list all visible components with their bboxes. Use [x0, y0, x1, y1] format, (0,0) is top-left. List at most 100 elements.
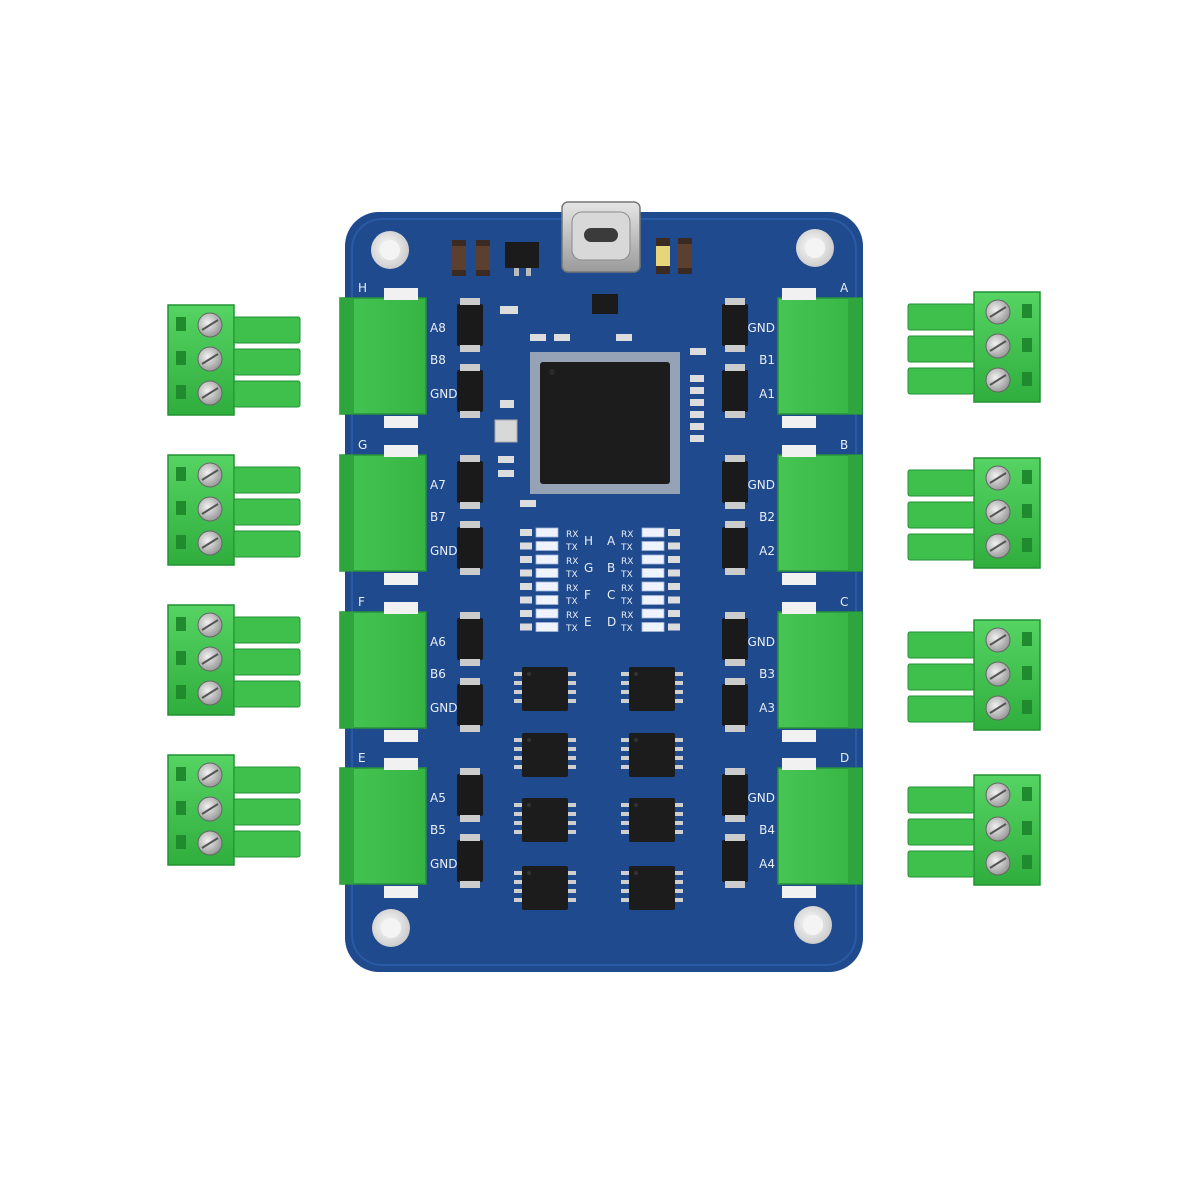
led-group-label-A: A [607, 534, 616, 548]
status-led [641, 595, 665, 605]
pin-label-left-3-1: B5 [430, 823, 446, 837]
tvs-diode [722, 461, 748, 503]
status-led [641, 541, 665, 551]
led-tx-label-F: TX [565, 597, 578, 607]
status-led [641, 554, 665, 565]
loose-plug-terminals-left [167, 304, 301, 866]
led-group-label-H: H [584, 534, 593, 548]
led-tx-label-D: TX [620, 624, 633, 634]
pin-label-left-3-0: A5 [430, 791, 446, 805]
transceiver-chip [621, 733, 683, 777]
pin-label-right-0-1: B1 [759, 353, 775, 367]
led-rx-label-C: RX [621, 584, 633, 594]
tvs-diode [722, 618, 748, 660]
channel-letter-F: F [358, 595, 365, 609]
pin-label-left-0-1: B8 [430, 353, 446, 367]
tvs-diode [457, 304, 483, 346]
rs485-transceiver-chips [514, 667, 683, 910]
pin-label-left-0-0: A8 [430, 321, 446, 335]
led-group-label-E: E [584, 615, 592, 629]
led-tx-label-G: TX [565, 570, 578, 580]
plug-terminal-left-1 [167, 454, 301, 566]
channel-letter-E: E [358, 751, 366, 765]
channel-letter-H: H [358, 281, 367, 295]
plug-terminal-left-2 [167, 604, 301, 716]
board-terminal-left-G [339, 445, 427, 585]
channel-letter-D: D [840, 751, 849, 765]
status-led [535, 581, 559, 592]
led-rx-label-G: RX [566, 557, 578, 567]
tvs-diode [457, 684, 483, 726]
transceiver-chip [514, 866, 576, 910]
led-group-label-C: C [607, 588, 615, 602]
pin-label-left-1-0: A7 [430, 478, 446, 492]
transceiver-chip [514, 798, 576, 842]
pin-label-right-3-2: A4 [759, 857, 775, 871]
status-led [535, 595, 559, 605]
channel-letter-C: C [840, 595, 848, 609]
pin-label-right-1-1: B2 [759, 510, 775, 524]
pin-label-right-1-2: A2 [759, 544, 775, 558]
tvs-diode [722, 840, 748, 882]
loose-plug-terminals-right [907, 291, 1041, 886]
led-rx-label-H: RX [566, 530, 578, 540]
led-group-label-F: F [584, 588, 591, 602]
board-terminal-left-H [339, 288, 427, 428]
channel-letter-A: A [840, 281, 849, 295]
led-group-label-G: G [584, 561, 593, 575]
status-led [641, 568, 665, 578]
board-terminal-right-D [777, 758, 863, 898]
led-rx-label-B: RX [621, 557, 633, 567]
pin-label-right-2-2: A3 [759, 701, 775, 715]
led-indicator-column-left [520, 527, 559, 632]
pin-label-right-0-2: A1 [759, 387, 775, 401]
mounting-hole-bottom-left [372, 909, 410, 947]
board-terminal-right-A [777, 288, 863, 428]
status-led [535, 541, 559, 551]
plug-terminal-right-2 [907, 619, 1041, 731]
transceiver-chip [621, 798, 683, 842]
led-tx-label-A: TX [620, 543, 633, 553]
usb-c-connector [561, 201, 641, 273]
transceiver-chip [621, 667, 683, 711]
pin-label-left-2-1: B6 [430, 667, 446, 681]
led-rx-label-D: RX [621, 611, 633, 621]
pin-label-right-3-1: B4 [759, 823, 775, 837]
pin-label-right-3-0: GND [747, 791, 775, 805]
plug-terminal-right-1 [907, 457, 1041, 569]
led-group-label-D: D [607, 615, 616, 629]
status-led [535, 568, 559, 578]
pin-label-right-2-0: GND [747, 635, 775, 649]
tvs-diode [722, 304, 748, 346]
plug-terminal-left-0 [167, 304, 301, 416]
led-tx-label-C: TX [620, 597, 633, 607]
mounting-hole-top-left [371, 231, 409, 269]
pin-label-left-2-2: GND [430, 701, 458, 715]
pin-label-left-0-2: GND [430, 387, 458, 401]
tvs-diode [722, 684, 748, 726]
status-led [641, 581, 665, 592]
mounting-hole-bottom-right [794, 906, 832, 944]
tvs-diode [722, 370, 748, 412]
channel-letter-B: B [840, 438, 848, 452]
tvs-diode [722, 527, 748, 569]
board-terminal-right-B [777, 445, 863, 585]
pin-label-left-1-1: B7 [430, 510, 446, 524]
led-rx-label-E: RX [566, 611, 578, 621]
status-led [535, 554, 559, 565]
transceiver-chip [514, 667, 576, 711]
pin-label-right-0-0: GND [747, 321, 775, 335]
led-group-label-B: B [607, 561, 615, 575]
status-led [641, 527, 665, 538]
led-rx-label-F: RX [566, 584, 578, 594]
board-terminal-left-F [339, 602, 427, 742]
pin-label-left-3-2: GND [430, 857, 458, 871]
plug-terminal-left-3 [167, 754, 301, 866]
board-terminal-right-C [777, 602, 863, 742]
transceiver-chip [621, 866, 683, 910]
led-tx-label-E: TX [565, 624, 578, 634]
